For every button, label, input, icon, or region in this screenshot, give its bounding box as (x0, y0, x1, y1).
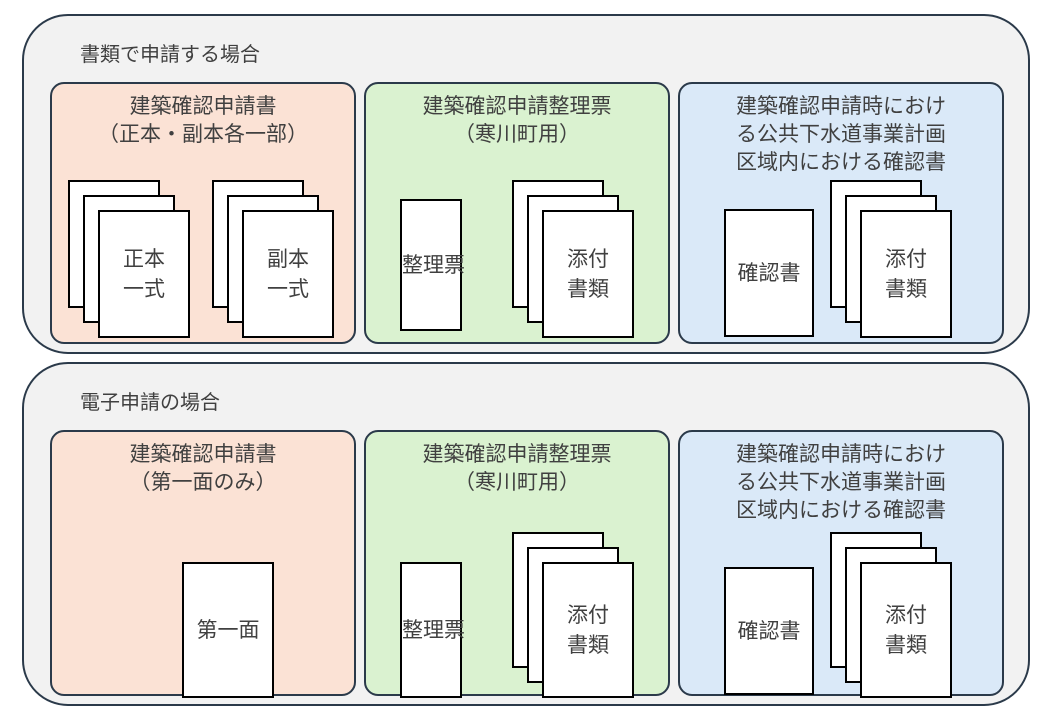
text-line: 書類 (567, 277, 609, 301)
document-label: 整理票 (402, 250, 465, 280)
document-label: 正本一式 (100, 244, 188, 304)
document-group-panel: 建築確認申請整理票 （寒川町用） 整理票 添付書類 (364, 82, 670, 344)
document-group-panel: 建築確認申請時における公共下水道事業計画区域内における確認書確認書添付書類 (678, 82, 1004, 344)
text-line: 添付 (567, 247, 609, 271)
electronic-application-section: 電子申請の場合建築確認申請書 （第一面のみ） 第一面 建築確認申請整理票 （寒川町用） 整… (22, 362, 1030, 706)
document-label: 確認書 (726, 616, 812, 646)
paper-application-section: 書類で申請する場合建築確認申請書（正本・副本各一部）正本一式副本一式建築確認申請… (22, 14, 1030, 354)
document-label: 添付書類 (544, 600, 632, 660)
text-line: 整理票 (402, 618, 465, 642)
panel-title: 建築確認申請整理票 （寒川町用） (366, 440, 668, 496)
document-group-panel: 建築確認申請書（正本・副本各一部）正本一式副本一式 (50, 82, 356, 344)
document-icon: 確認書 (724, 567, 814, 695)
document-label: 第一面 (184, 615, 272, 645)
text-line: る公共下水道事業計画 (736, 122, 946, 146)
text-line: 区域内における確認書 (736, 150, 946, 174)
text-line: 副本 (267, 247, 309, 271)
panel-title: 建築確認申請時における公共下水道事業計画区域内における確認書 (680, 92, 1002, 176)
document-icon: 添付書類 (542, 210, 634, 338)
panel-title: 建築確認申請書 （第一面のみ） (52, 440, 354, 496)
text-line: 建築確認申請整理票 (422, 442, 612, 466)
document-group-panel: 建築確認申請整理票 （寒川町用） 整理票 添付書類 (364, 430, 670, 698)
text-line: 添付 (885, 247, 927, 271)
document-icon: 副本一式 (242, 210, 334, 338)
document-icon: 整理票 (400, 199, 465, 331)
document-icon: 添付書類 (860, 210, 952, 338)
text-line: （第一面のみ） (129, 470, 277, 494)
text-line: 建築確認申請時におけ (736, 442, 946, 466)
text-line: 確認書 (737, 619, 801, 643)
document-label: 整理票 (402, 615, 465, 645)
text-line: 添付 (885, 603, 927, 627)
document-label: 確認書 (726, 258, 812, 288)
text-line: 書類 (885, 633, 927, 657)
document-icon: 確認書 (724, 209, 814, 337)
document-icon: 正本一式 (98, 210, 190, 338)
text-line: （寒川町用） (454, 122, 580, 146)
text-line: 添付 (567, 603, 609, 627)
document-label: 添付書類 (862, 600, 950, 660)
document-icon: 添付書類 (542, 562, 634, 698)
text-line: 書類 (567, 633, 609, 657)
panel-title: 建築確認申請整理票 （寒川町用） (366, 92, 668, 148)
text-line: 区域内における確認書 (736, 498, 946, 522)
text-line: 建築確認申請書 (129, 94, 277, 118)
text-line: 第一面 (196, 618, 260, 642)
document-label: 副本一式 (244, 244, 332, 304)
text-line: 書類 (885, 277, 927, 301)
text-line: 整理票 (402, 253, 465, 277)
document-icon: 第一面 (182, 562, 274, 698)
panel-title: 建築確認申請書 （正本・副本各一部） (52, 92, 354, 148)
document-icon: 添付書類 (860, 562, 952, 698)
text-line: （寒川町用） (454, 470, 580, 494)
document-label: 添付書類 (544, 244, 632, 304)
document-label: 添付書類 (862, 244, 950, 304)
text-line: 確認書 (737, 261, 801, 285)
text-line: 建築確認申請書 (129, 442, 277, 466)
text-line: 一式 (123, 277, 165, 301)
text-line: 建築確認申請整理票 (422, 94, 612, 118)
text-line: 一式 (267, 277, 309, 301)
text-line: （正本・副本各一部） (98, 122, 308, 146)
text-line: 正本 (123, 247, 165, 271)
document-group-panel: 建築確認申請書 （第一面のみ） 第一面 (50, 430, 356, 698)
section-title: 書類で申請する場合 (80, 42, 260, 66)
document-icon: 整理票 (400, 562, 465, 698)
text-line: る公共下水道事業計画 (736, 470, 946, 494)
text-line: 建築確認申請時におけ (736, 94, 946, 118)
section-title: 電子申請の場合 (80, 390, 220, 414)
document-group-panel: 建築確認申請時における公共下水道事業計画区域内における確認書確認書添付書類 (678, 430, 1004, 698)
panel-title: 建築確認申請時における公共下水道事業計画区域内における確認書 (680, 440, 1002, 524)
